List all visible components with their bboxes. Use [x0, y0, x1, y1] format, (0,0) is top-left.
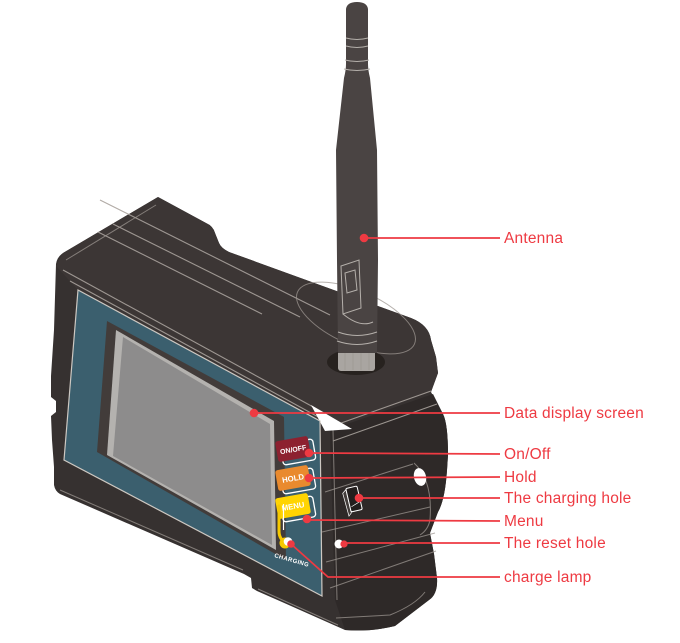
callout-line-menu [306, 519, 501, 522]
antenna-shaft [336, 2, 378, 353]
antenna-rings [336, 37, 378, 345]
bottom-edge-line [59, 489, 244, 571]
menu-button: MENU [275, 493, 311, 519]
callout-label-charging-hole: The charging hole [504, 490, 631, 507]
antenna-collar [338, 350, 375, 371]
top-bevel-line [62, 269, 327, 415]
top-ridge-line [97, 231, 263, 315]
callout-dot-charging-hole [354, 493, 364, 503]
side-recess-line [329, 550, 437, 589]
callout-dot-charge-lamp [287, 540, 295, 548]
callout-dot-screen [249, 408, 259, 418]
charging-hole-facet [342, 488, 352, 517]
bottom-edge-line [257, 588, 339, 626]
antenna [327, 2, 385, 375]
hold-button: HOLD [275, 465, 311, 491]
callout-label-menu: Menu [504, 513, 544, 530]
callout-line-onoff [308, 452, 501, 455]
side-rim-line [329, 390, 432, 428]
top-ridge-line [99, 199, 331, 316]
hold-button-label: HOLD [281, 472, 305, 485]
side-bottom-line [335, 591, 426, 619]
callout-label-hold: Hold [504, 469, 537, 486]
body-gap [311, 405, 352, 431]
side-recess-line [325, 532, 436, 563]
callout-line-hold [308, 476, 501, 479]
callout-label-antenna: Antenna [504, 230, 563, 247]
callouts: Antenna Data display screen On/Off Hold … [249, 230, 644, 586]
data-display-screen [113, 337, 272, 545]
top-bevel-line [69, 280, 323, 420]
callout-dot-antenna [359, 233, 369, 243]
callout-dot-hold [304, 473, 314, 483]
side-rim-line [332, 403, 438, 442]
callout-label-onoff: On/Off [504, 446, 551, 463]
left-slope-line [65, 204, 157, 261]
front-panel [63, 289, 323, 598]
on-off-button: ON/OFF [275, 436, 311, 462]
callout-dot-onoff [304, 448, 314, 458]
top-ridge-line [112, 223, 301, 318]
callout-label-charge-lamp: charge lamp [504, 569, 592, 586]
callout-label-screen: Data display screen [504, 405, 644, 422]
menu-button-label: MENU [281, 500, 306, 513]
callout-dot-reset [340, 540, 348, 548]
menu-button-face [275, 493, 311, 519]
on-off-button-label: ON/OFF [280, 445, 308, 457]
charging-hole-detail [351, 501, 360, 508]
callout-label-reset: The reset hole [504, 535, 606, 552]
collar-stripes [344, 352, 370, 370]
front-slab-seam [332, 429, 338, 601]
side-ports [334, 468, 427, 549]
hold-button-face [275, 465, 311, 491]
on-off-button-face [275, 436, 311, 462]
callout-dot-menu [302, 514, 312, 524]
callout-line-charge-lamp [290, 543, 500, 578]
side-recess-line [321, 506, 431, 533]
antenna-hinge-detail [340, 259, 374, 325]
